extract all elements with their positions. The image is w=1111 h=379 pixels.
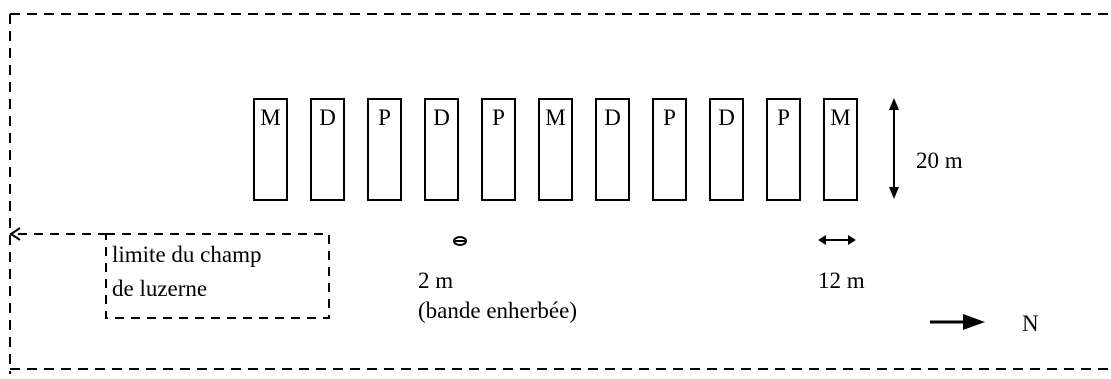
plot-2 <box>310 98 345 201</box>
plot-11 <box>823 98 858 201</box>
strip-width-arrow <box>453 236 467 246</box>
plot-11-label: M <box>830 105 850 130</box>
plot-6 <box>538 98 573 201</box>
field-limit-line1: limite du champ <box>112 242 261 267</box>
plot-2-label: D <box>319 105 336 130</box>
plot-10 <box>766 98 801 201</box>
plot-4 <box>424 98 459 201</box>
plot-7 <box>595 98 630 201</box>
field-limit-arrow <box>9 227 108 241</box>
plot-10-label: P <box>777 105 790 130</box>
plot-9-label: D <box>718 105 735 130</box>
height-label: 20 m <box>916 148 963 173</box>
strip-width-label: 2 m <box>418 268 453 293</box>
strip-name-label: (bande enherbée) <box>418 298 577 323</box>
plot-5-label: P <box>492 105 505 130</box>
field-limit-line2: de luzerne <box>112 276 207 301</box>
plot-8-label: P <box>663 105 676 130</box>
plot-1-label: M <box>260 105 280 130</box>
plot-1 <box>253 98 288 201</box>
plot-7-label: D <box>604 105 621 130</box>
plot-5 <box>481 98 516 201</box>
height-dimension-arrow <box>889 98 899 199</box>
north-label: N <box>1022 311 1039 336</box>
north-arrow <box>930 314 985 330</box>
plot-3-label: P <box>378 105 391 130</box>
plot-3 <box>367 98 402 201</box>
field-boundary <box>9 13 1111 374</box>
plot-width-arrow <box>818 235 856 245</box>
plot-6-label: M <box>545 105 565 130</box>
plot-8 <box>652 98 687 201</box>
plot-width-label: 12 m <box>818 268 865 293</box>
plot-9 <box>709 98 744 201</box>
field-limit-box <box>105 233 330 319</box>
plot-4-label: D <box>433 105 450 130</box>
